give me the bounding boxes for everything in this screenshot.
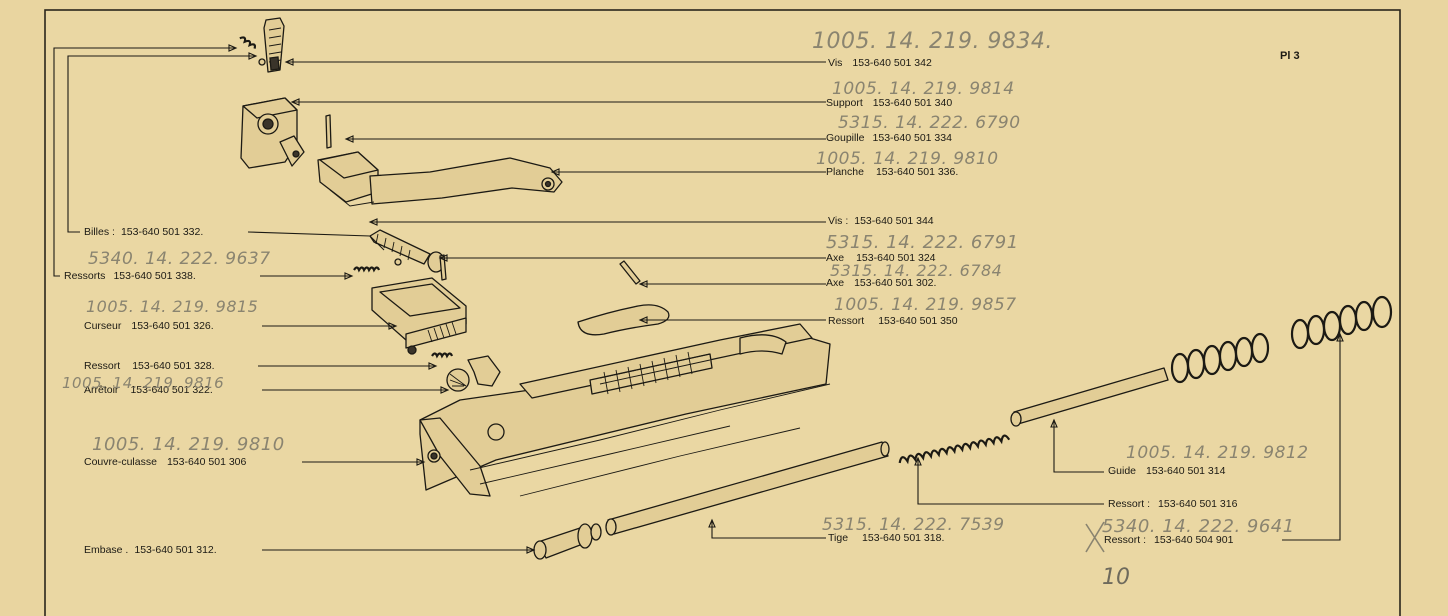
handwritten-number: 1005. 14. 219. 9815 [86, 297, 258, 316]
embase-label: Embase .153-640 501 312. [84, 544, 217, 556]
ressort-316-label: Ressort :153-640 501 316 [1108, 498, 1238, 510]
vis-2-label: Vis :153-640 501 344 [828, 215, 934, 227]
part-goupille [325, 114, 332, 149]
handwritten-number: 1005. 14. 219. 9857 [834, 295, 1017, 315]
handwritten-number: 1005. 14. 219. 9810 [92, 434, 285, 455]
handwritten-number: 1005. 14. 219. 9816 [62, 374, 224, 392]
part-embase [533, 523, 602, 560]
part-axe-324 [439, 254, 447, 281]
part-ressorts-338 [353, 266, 381, 273]
handwritten-number: 1005. 14. 219. 9812 [1126, 443, 1309, 463]
handwritten-number: 5315. 14. 222. 6791 [826, 232, 1019, 253]
svg-text:Billes :153-640 501 332.: Billes :153-640 501 332. [84, 226, 203, 238]
parts-drawings [239, 17, 1393, 560]
part-tige [605, 441, 890, 536]
handwritten-cross-mark [1085, 521, 1105, 553]
part-ressort-316 [898, 434, 1011, 465]
handwritten-number: 10 [1102, 565, 1130, 590]
part-support [240, 97, 305, 169]
handwritten-number: 5315. 14. 222. 6784 [830, 261, 1002, 280]
plate-number: Pl 3 [1280, 50, 1300, 62]
billes-label: Billes :153-640 501 332. [84, 226, 203, 238]
part-guide [1010, 367, 1169, 427]
part-ressort-901 [1170, 295, 1393, 384]
svg-text:Vis :153-640 501 344: Vis :153-640 501 344 [828, 215, 934, 227]
part-arretoir [446, 355, 501, 392]
svg-text:Embase .153-640 501 312.: Embase .153-640 501 312. [84, 544, 217, 556]
handwritten-number: 1005. 14. 219. 9814 [832, 79, 1015, 99]
handwritten-number: 5340. 14. 222. 9637 [88, 249, 271, 269]
svg-text:Ressort :153-640 501 316: Ressort :153-640 501 316 [1108, 498, 1238, 510]
part-ressort-328 [431, 352, 454, 359]
part-couvre-culasse [419, 323, 831, 497]
part-ressort-top [239, 36, 257, 49]
handwritten-number: 5315. 14. 222. 6790 [838, 113, 1021, 133]
handwritten-number: 5340. 14. 222. 9641 [1102, 516, 1295, 537]
svg-text:Ressort :153-640 504 901: Ressort :153-640 504 901 [1104, 534, 1234, 546]
handwritten-number: 1005. 14. 219. 9834. [812, 29, 1053, 54]
part-axe-302 [619, 260, 641, 285]
part-planche [317, 151, 563, 207]
leader-lines [53, 44, 1344, 554]
ressort-901-label: Ressort :153-640 504 901 [1104, 534, 1234, 546]
handwritten-number: 5315. 14. 222. 7539 [822, 515, 1005, 535]
part-curseur [371, 277, 467, 355]
part-vis-top [258, 17, 285, 73]
part-ressort-350 [577, 304, 670, 336]
handwritten-number: 1005. 14. 219. 9810 [816, 149, 999, 169]
